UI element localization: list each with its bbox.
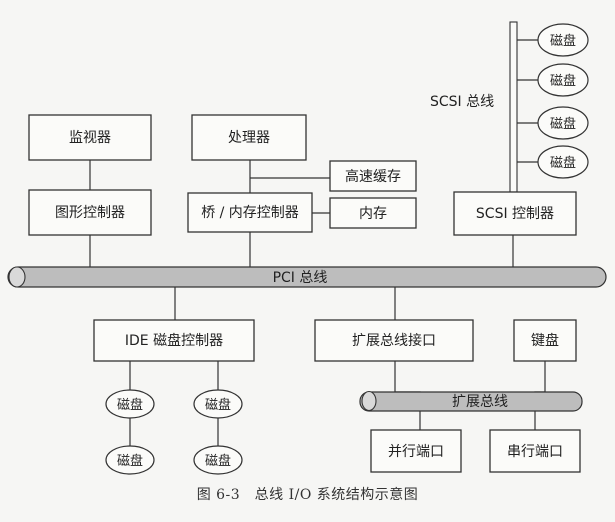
expansion-bus-label: 扩展总线 — [452, 394, 508, 410]
monitor-box: 监视器 — [28, 114, 152, 161]
scsi-disk: 磁盘 — [537, 106, 589, 140]
scsi-controller-box: SCSI 控制器 — [453, 191, 577, 236]
disk-label: 磁盘 — [550, 73, 576, 89]
svg-text:桥 / 内存控制器: 桥 / 内存控制器 — [201, 205, 299, 221]
pci-bus-label: PCI 总线 — [273, 270, 328, 286]
bus-io-diagram: SCSI 总线 磁盘 磁盘 磁盘 磁盘 PCI 总线 扩展总线 — [7, 21, 607, 475]
ide-disk: 磁盘 — [193, 389, 243, 419]
svg-text:监视器: 监视器 — [69, 130, 111, 146]
scsi-bus: SCSI 总线 — [430, 21, 538, 193]
scsi-disk: 磁盘 — [537, 63, 589, 97]
keyboard-box: 键盘 — [513, 319, 577, 362]
graphics-controller-box: 图形控制器 — [28, 189, 152, 236]
disk-label: 磁盘 — [117, 397, 143, 413]
pci-bus: PCI 总线 — [7, 266, 607, 288]
serial-port-box: 串行端口 — [489, 429, 581, 473]
ide-disk: 磁盘 — [105, 445, 155, 475]
scsi-disk: 磁盘 — [537, 145, 589, 179]
scsi-disk: 磁盘 — [537, 23, 589, 57]
ide-controller-box: IDE 磁盘控制器 — [93, 319, 255, 362]
expansion-bus: 扩展总线 — [359, 390, 583, 412]
svg-text:SCSI 控制器: SCSI 控制器 — [476, 206, 554, 222]
svg-text:串行端口: 串行端口 — [507, 444, 563, 460]
ide-disk: 磁盘 — [193, 445, 243, 475]
svg-text:处理器: 处理器 — [228, 130, 270, 146]
disk-label: 磁盘 — [117, 453, 143, 469]
cache-box: 高速缓存 — [329, 160, 417, 192]
svg-text:IDE 磁盘控制器: IDE 磁盘控制器 — [125, 332, 223, 349]
svg-text:并行端口: 并行端口 — [388, 444, 444, 460]
expansion-bus-interface-box: 扩展总线接口 — [314, 319, 474, 362]
scsi-bus-label: SCSI 总线 — [430, 94, 494, 110]
svg-text:图形控制器: 图形控制器 — [55, 205, 125, 221]
svg-text:键盘: 键盘 — [531, 332, 559, 349]
disk-label: 磁盘 — [550, 33, 576, 49]
disk-label: 磁盘 — [550, 116, 576, 132]
svg-text:内存: 内存 — [359, 206, 387, 222]
ide-disk: 磁盘 — [105, 389, 155, 419]
figure-caption: 图 6-3 总线 I/O 系统结构示意图 — [196, 487, 419, 503]
memory-box: 内存 — [329, 197, 417, 229]
disk-label: 磁盘 — [205, 397, 231, 413]
disk-label: 磁盘 — [550, 155, 576, 171]
disk-label: 磁盘 — [205, 453, 231, 469]
processor-box: 处理器 — [191, 114, 307, 161]
bridge-memory-controller-box: 桥 / 内存控制器 — [187, 192, 313, 233]
svg-text:扩展总线接口: 扩展总线接口 — [352, 332, 436, 349]
parallel-port-box: 并行端口 — [370, 429, 462, 473]
svg-text:高速缓存: 高速缓存 — [345, 168, 401, 185]
